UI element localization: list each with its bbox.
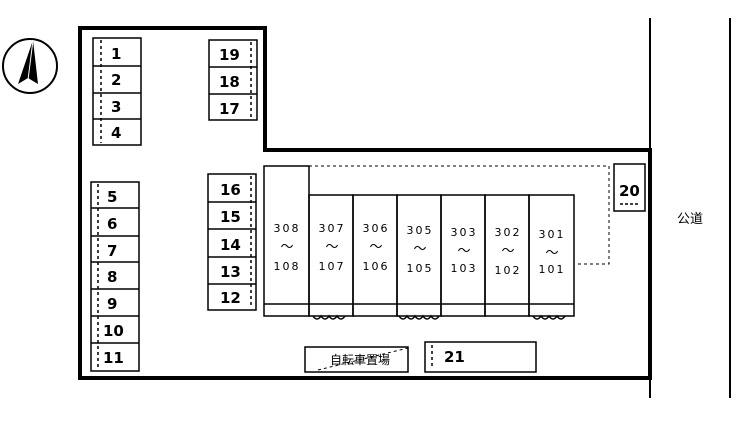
parking-group-17-19 bbox=[208, 39, 258, 121]
unit-302-bottom: 102 bbox=[495, 264, 522, 277]
parking-slot-10: 10 bbox=[103, 322, 124, 340]
bicycle-parking: 自転車置場 bbox=[304, 346, 409, 373]
parking-group-20 bbox=[613, 163, 646, 212]
parking-group-5-11 bbox=[90, 181, 140, 372]
unit-302: 302 ～ 102 bbox=[495, 226, 522, 277]
parking-slot-4: 4 bbox=[111, 124, 121, 142]
bicycle-parking-label: 自転車置場 bbox=[330, 353, 390, 367]
parking-group-21 bbox=[424, 341, 537, 373]
unit-302-top: 302 bbox=[495, 226, 522, 239]
unit-308: 308 ～ 108 bbox=[274, 222, 301, 273]
unit-307-tilde: ～ bbox=[325, 240, 338, 255]
parking-slot-19: 19 bbox=[219, 46, 240, 64]
parking-slot-18: 18 bbox=[219, 73, 240, 91]
unit-307: 307 ～ 107 bbox=[319, 222, 346, 273]
parking-slot-7: 7 bbox=[107, 242, 117, 260]
parking-slot-8: 8 bbox=[107, 268, 117, 286]
parking-slot-21: 21 bbox=[444, 348, 465, 366]
unit-303-tilde: ～ bbox=[457, 244, 470, 259]
north-arrow-icon bbox=[2, 38, 58, 94]
parking-slot-13: 13 bbox=[220, 263, 241, 281]
parking-slot-6: 6 bbox=[107, 215, 117, 233]
parking-slot-11: 11 bbox=[103, 349, 124, 367]
parking-slot-17: 17 bbox=[219, 100, 240, 118]
parking-slot-12: 12 bbox=[220, 289, 241, 307]
parking-slot-5: 5 bbox=[107, 188, 117, 206]
lot-boundary bbox=[78, 26, 652, 380]
unit-307-bottom: 107 bbox=[319, 260, 346, 273]
unit-306-tilde: ～ bbox=[369, 240, 382, 255]
building bbox=[263, 165, 575, 320]
parking-slot-1: 1 bbox=[111, 45, 121, 63]
parking-slot-3: 3 bbox=[111, 98, 121, 116]
unit-308-top: 308 bbox=[274, 222, 301, 235]
unit-305-bottom: 105 bbox=[407, 262, 434, 275]
unit-302-tilde: ～ bbox=[501, 244, 514, 259]
unit-301-top: 301 bbox=[539, 228, 566, 241]
unit-305: 305 ～ 105 bbox=[407, 224, 434, 275]
unit-301: 301 ～ 101 bbox=[539, 228, 566, 276]
parking-slot-14: 14 bbox=[220, 236, 241, 254]
unit-308-tilde: ～ bbox=[280, 240, 293, 255]
unit-303-bottom: 103 bbox=[451, 262, 478, 275]
unit-306: 306 ～ 106 bbox=[363, 222, 390, 273]
unit-301-tilde: ～ bbox=[545, 246, 558, 261]
road-label: 公道 bbox=[677, 212, 703, 227]
unit-305-top: 305 bbox=[407, 224, 434, 237]
unit-306-top: 306 bbox=[363, 222, 390, 235]
unit-303: 303 ～ 103 bbox=[451, 226, 478, 275]
unit-307-top: 307 bbox=[319, 222, 346, 235]
parking-slot-9: 9 bbox=[107, 295, 117, 313]
parking-slot-15: 15 bbox=[220, 208, 241, 226]
unit-305-tilde: ～ bbox=[413, 242, 426, 257]
building-dashed-outline bbox=[309, 165, 610, 265]
parking-slot-2: 2 bbox=[111, 71, 121, 89]
parking-group-12-16 bbox=[207, 173, 257, 311]
unit-301-bottom: 101 bbox=[539, 263, 566, 276]
unit-308-bottom: 108 bbox=[274, 260, 301, 273]
unit-306-bottom: 106 bbox=[363, 260, 390, 273]
parking-group-1-4 bbox=[92, 37, 142, 146]
parking-slot-20: 20 bbox=[619, 182, 640, 200]
unit-303-top: 303 bbox=[451, 226, 478, 239]
parking-slot-16: 16 bbox=[220, 181, 241, 199]
